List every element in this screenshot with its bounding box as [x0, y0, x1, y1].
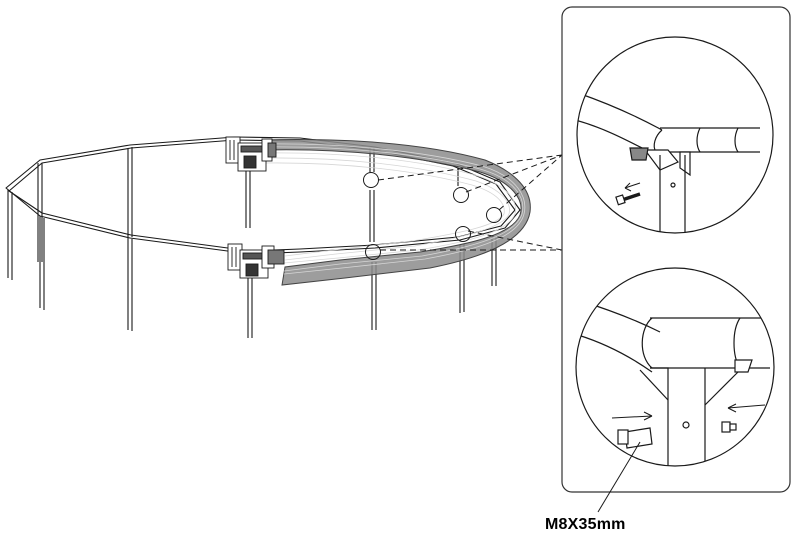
lower-bracket-assembly [227, 243, 285, 279]
joint-marker-2 [453, 187, 469, 203]
detail-circle-bottom [575, 267, 775, 467]
detail-circle-top [576, 36, 774, 234]
part-label: M8X35mm [545, 516, 626, 533]
joint-marker-5 [365, 244, 381, 260]
joint-marker-3 [486, 207, 502, 223]
joint-marker-4 [455, 226, 471, 242]
highlighted-rail-segment [261, 139, 531, 286]
top-rail-back [5, 136, 521, 255]
joint-marker-1 [363, 172, 379, 188]
leader-lines [377, 154, 563, 251]
upper-bracket-assembly [225, 136, 277, 172]
frame-legs [7, 147, 497, 338]
part-label-leader [597, 441, 641, 513]
joint-markers [363, 172, 502, 260]
trampoline-frame [5, 136, 521, 338]
